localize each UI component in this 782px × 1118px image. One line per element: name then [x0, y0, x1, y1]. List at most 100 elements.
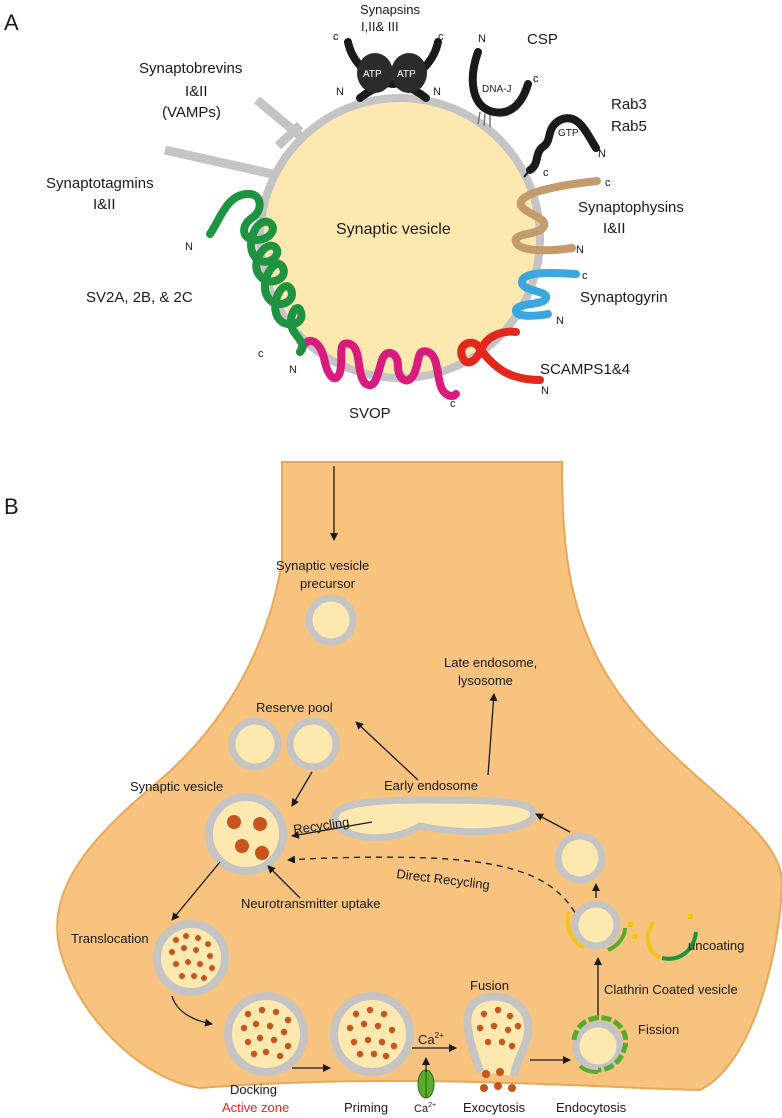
- reserve-pool-label: Reserve pool: [256, 700, 333, 715]
- reserve-to-vesicle-arrow: [291, 771, 313, 807]
- rab: [523, 114, 600, 178]
- early-endosome: [331, 796, 538, 842]
- scamps-label: SCAMPS1&4: [540, 361, 630, 378]
- synaptophysins-sub-label: I&II: [603, 220, 626, 237]
- translocation-arrow: [171, 861, 221, 921]
- primed-vesicle-dots: [346, 1006, 398, 1060]
- terminus-c: c: [450, 398, 456, 410]
- terminus-n: N: [289, 364, 297, 376]
- fission-vesicle: [572, 1020, 624, 1072]
- terminus-n: N: [541, 385, 549, 397]
- clathrin-coat-yellow: [565, 911, 586, 950]
- uncoated-vesicle: [554, 832, 606, 884]
- fission-label: Fission: [638, 1022, 679, 1037]
- terminus-n: N: [433, 86, 441, 98]
- fusion-label: Fusion: [470, 978, 509, 993]
- terminus-c: c: [533, 73, 539, 85]
- panel-b-letter: B: [4, 494, 19, 519]
- csp: [468, 48, 532, 127]
- to-early-endosome-arrow: [535, 813, 571, 833]
- terminus-c: c: [605, 177, 611, 189]
- neurotransmitter-dot: [235, 839, 249, 853]
- synapsins-sub-label: I,II& III: [361, 19, 399, 34]
- svop-label: SVOP: [349, 405, 391, 422]
- late-endosome-arrow: [487, 693, 498, 776]
- precursor-label-2: precursor: [300, 576, 356, 591]
- precursor-vesicle: [305, 594, 357, 646]
- uncoating-label: uncoating: [688, 938, 744, 953]
- endocytosis-label: Endocytosis: [556, 1100, 627, 1115]
- recycling-arrow: [291, 821, 373, 839]
- clathrin-fragment: [632, 934, 637, 939]
- terminus-c: c: [543, 167, 549, 179]
- nt-uptake-arrow: [267, 865, 301, 899]
- synaptic-vesicle-label: Synaptic vesicle: [336, 221, 451, 238]
- synaptogyrin-label: Synaptogyrin: [580, 289, 668, 306]
- neurotransmitter-dot: [227, 815, 241, 829]
- terminus-c: c: [258, 348, 264, 360]
- synaptophysin: [511, 177, 601, 255]
- direct-recycling-arrow: [287, 855, 581, 923]
- synaptobrevin-tm: [274, 121, 304, 150]
- svop: [296, 336, 460, 400]
- terminus-c: c: [438, 31, 444, 43]
- docking-vesicle: [224, 992, 308, 1076]
- synaptic-vesicle-b-label: Synaptic vesicle: [130, 779, 223, 794]
- synaptobrevin-rod: [254, 96, 308, 144]
- terminus-n: N: [576, 244, 584, 256]
- rab5-label: Rab5: [611, 118, 647, 135]
- synapsins: ATP ATP: [344, 38, 442, 102]
- fission-clathrin-coat: [571, 1015, 629, 1073]
- synaptobrevins-label: Synaptobrevins: [139, 60, 242, 77]
- atp-icon: [391, 53, 427, 93]
- lysosome-label: lysosome: [458, 673, 513, 688]
- sv2-label: SV2A, 2B, & 2C: [86, 289, 193, 306]
- nt-uptake-label: Neurotransmitter uptake: [241, 896, 380, 911]
- synaptotagmins-label: Synaptotagmins: [46, 175, 154, 192]
- sv2: [206, 189, 307, 356]
- primed-vesicle: [330, 992, 414, 1076]
- panel-b: B Synaptic vesicle precursor Late endoso…: [4, 461, 782, 1115]
- terminus-c: c: [582, 270, 588, 282]
- atp-label: ATP: [363, 69, 382, 80]
- dnaj-label: DNA-J: [482, 84, 511, 95]
- reserve-vesicle: [286, 717, 340, 771]
- reserve-vesicle: [228, 717, 282, 771]
- translocating-vesicle: [153, 920, 229, 996]
- atp-icon: [357, 53, 393, 93]
- panel-a-letter: A: [4, 10, 19, 35]
- to-reserve-arrow: [355, 721, 419, 781]
- neurotransmitter-dot: [255, 846, 269, 860]
- neurotransmitter-dot: [253, 817, 267, 831]
- free-clathrin-green: [661, 931, 698, 961]
- terminus-c: c: [333, 31, 339, 43]
- csp-label: CSP: [527, 31, 558, 48]
- terminus-n: N: [598, 148, 606, 160]
- precursor-label: Synaptic vesicle: [276, 558, 369, 573]
- uncoating-vesicle: [571, 900, 621, 950]
- clathrin-coated-label: Clathrin Coated vesicle: [604, 982, 738, 997]
- active-zone-label: Active zone: [222, 1100, 289, 1115]
- released-neurotransmitter: [480, 1068, 516, 1092]
- fusing-vesicle-dots: [476, 1006, 522, 1050]
- early-endosome-label: Early endosome: [384, 778, 478, 793]
- atp-label: ATP: [397, 69, 416, 80]
- panel-a: A Synaptic vesicle ATP ATP Synapsins I,I…: [4, 2, 684, 422]
- clathrin-fragment: [688, 914, 693, 919]
- translocation-label: Translocation: [71, 931, 149, 946]
- ca-bottom-label: Ca2+: [414, 1102, 436, 1115]
- terminus-n: N: [556, 315, 564, 327]
- free-clathrin-yellow: [645, 920, 662, 960]
- translocating-vesicle-dots: [169, 933, 215, 981]
- rab3-label: Rab3: [611, 96, 647, 113]
- ca-label: Ca2+: [418, 1031, 444, 1047]
- docking-label: Docking: [230, 1082, 277, 1097]
- synapsins-label: Synapsins: [360, 2, 420, 17]
- fission-neck: [578, 1064, 599, 1074]
- synaptobrevins-vamps-label: (VAMPs): [162, 104, 221, 121]
- clathrin-coat-green: [607, 927, 627, 952]
- to-docking-arrow: [171, 995, 213, 1027]
- clathrin-fragment: [628, 922, 633, 927]
- priming-label: Priming: [344, 1100, 388, 1115]
